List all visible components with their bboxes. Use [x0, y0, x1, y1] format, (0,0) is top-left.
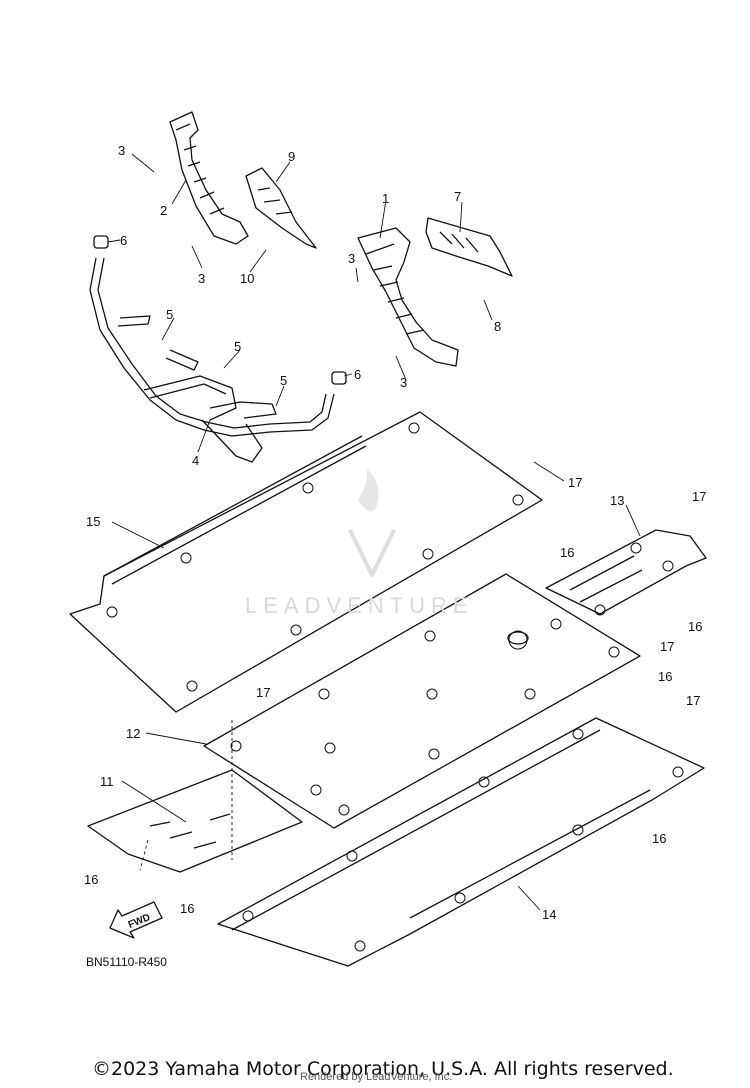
callout-17e: 17 — [686, 693, 701, 708]
callout-8: 8 — [494, 319, 502, 334]
callout-1: 1 — [382, 191, 390, 206]
watermark-text: LEADVENTURE — [245, 593, 474, 618]
part-15-panel — [69, 411, 543, 713]
callout-4: 4 — [192, 453, 200, 468]
callout-5c: 5 — [280, 373, 288, 388]
callout-3c: 3 — [348, 251, 356, 266]
callout-15: 15 — [86, 514, 101, 529]
callout-13: 13 — [610, 493, 625, 508]
callout-17c: 17 — [660, 639, 675, 654]
leader-lines — [107, 153, 641, 911]
bolt-holes — [106, 422, 684, 952]
callout-17a: 17 — [568, 475, 583, 490]
callout-7: 7 — [454, 189, 462, 204]
callout-14: 14 — [542, 907, 557, 922]
part-1-right-handle — [357, 227, 459, 367]
part-4-bar-frame — [89, 257, 335, 463]
callout-17b: 17 — [692, 489, 707, 504]
copyright-text: ©2023 Yamaha Motor Corporation, U.S.A. A… — [92, 1058, 674, 1080]
callout-16c: 16 — [658, 669, 673, 684]
callout-2: 2 — [160, 203, 168, 218]
callout-16b: 16 — [688, 619, 703, 634]
part-11-panel — [87, 769, 303, 873]
diagram-code: BN51110-R450 — [86, 955, 167, 969]
callout-11: 11 — [100, 774, 114, 789]
part-2-left-handle — [169, 111, 249, 245]
callout-10: 10 — [240, 271, 255, 286]
callout-5a: 5 — [166, 307, 174, 322]
watermark-logo — [348, 468, 396, 577]
callout-5b: 5 — [234, 339, 242, 354]
callout-17d: 17 — [256, 685, 271, 700]
callout-12: 12 — [126, 726, 141, 741]
part-9-cover — [245, 167, 317, 249]
callout-16d: 16 — [652, 831, 667, 846]
part-13-panel — [545, 529, 707, 615]
callout-16a: 16 — [560, 545, 575, 560]
callout-3b: 3 — [198, 271, 206, 286]
part-12-panel — [203, 573, 641, 829]
callout-6b: 6 — [354, 367, 362, 382]
part-6-caps — [93, 235, 347, 385]
part-14-panel — [217, 717, 705, 967]
callout-6a: 6 — [120, 233, 128, 248]
rendered-by-text: Rendered by LeadVenture, Inc. — [300, 1071, 453, 1083]
callout-3a: 3 — [118, 143, 126, 158]
callout-16e: 16 — [84, 872, 99, 887]
callout-9: 9 — [288, 149, 296, 164]
callout-16f: 16 — [180, 901, 195, 916]
fwd-arrow — [109, 901, 163, 939]
part-7-cover — [425, 217, 513, 277]
callout-3d: 3 — [400, 375, 408, 390]
